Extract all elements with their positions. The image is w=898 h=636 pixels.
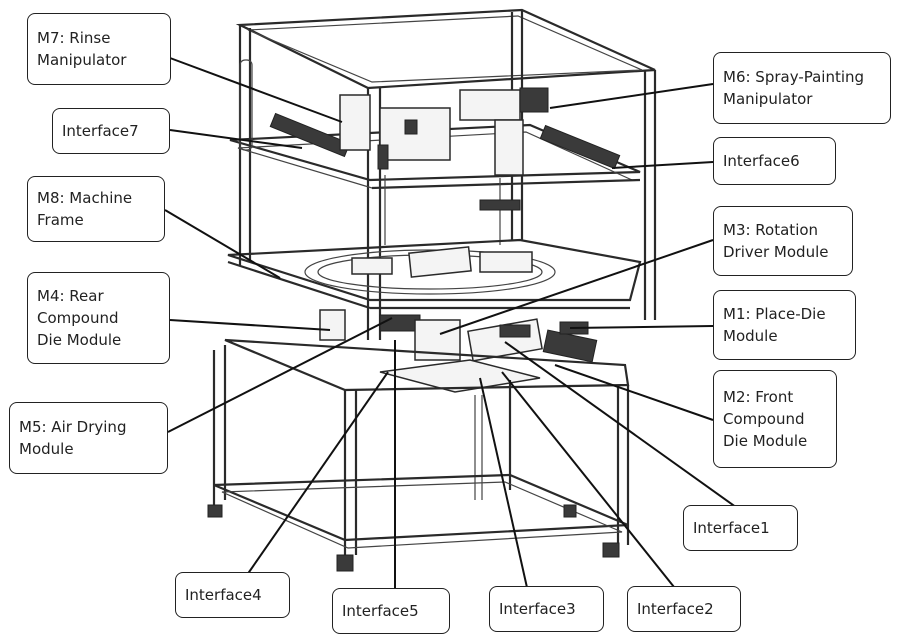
leader-interface7 — [169, 129, 303, 149]
leader-lines — [164, 57, 741, 593]
leader-interface2 — [501, 371, 679, 593]
manipulators — [339, 87, 549, 245]
label-interface6: Interface6 — [723, 152, 800, 170]
label-interface5: Interface5 — [342, 602, 419, 620]
callout-interface2: Interface2 — [627, 586, 741, 632]
callout-m2: M2: Front Compound Die Module — [713, 370, 837, 468]
callout-m7: M7: Rinse Manipulator — [27, 13, 171, 85]
callout-interface6: Interface6 — [713, 137, 836, 185]
label-m1: M1: Place-Die Module — [723, 305, 826, 345]
label-m7: M7: Rinse Manipulator — [37, 29, 127, 69]
callout-m8: M8: Machine Frame — [27, 176, 165, 242]
label-m8: M8: Machine Frame — [37, 189, 133, 229]
leader-m4 — [169, 319, 331, 331]
label-m5: M5: Air Drying Module — [19, 418, 127, 458]
leader-interface6 — [611, 161, 714, 169]
label-m4: M4: Rear Compound Die Module — [37, 287, 122, 349]
leader-m3 — [439, 239, 714, 335]
label-interface7: Interface7 — [62, 122, 139, 140]
lower-modules — [319, 309, 598, 500]
leader-interface4 — [246, 371, 389, 576]
callout-m6: M6: Spray-Painting Manipulator — [713, 52, 891, 124]
rotary-table — [227, 238, 642, 310]
callout-m3: M3: Rotation Driver Module — [713, 206, 853, 276]
callout-interface1: Interface1 — [683, 505, 798, 551]
leader-interface3 — [479, 377, 529, 593]
callout-interface3: Interface3 — [489, 586, 604, 632]
leader-m1 — [569, 325, 714, 329]
label-interface2: Interface2 — [637, 600, 714, 618]
callout-interface5: Interface5 — [332, 588, 450, 634]
leader-m8 — [164, 209, 281, 279]
leader-m6 — [549, 83, 714, 109]
callout-interface7: Interface7 — [52, 108, 170, 154]
label-interface3: Interface3 — [499, 600, 576, 618]
leader-m5 — [167, 317, 393, 433]
callout-m1: M1: Place-Die Module — [713, 290, 856, 360]
callout-m4: M4: Rear Compound Die Module — [27, 272, 170, 364]
callout-m5: M5: Air Drying Module — [9, 402, 168, 474]
top-frame — [235, 8, 657, 340]
label-m3: M3: Rotation Driver Module — [723, 221, 829, 261]
leader-m7 — [169, 57, 343, 123]
label-m6: M6: Spray-Painting Manipulator — [723, 68, 865, 108]
label-interface4: Interface4 — [185, 586, 262, 604]
leader-m2 — [554, 364, 714, 421]
label-interface1: Interface1 — [693, 519, 770, 537]
label-m2: M2: Front Compound Die Module — [723, 388, 808, 450]
callout-interface4: Interface4 — [175, 572, 290, 618]
mid-frame — [229, 112, 641, 190]
leader-interface1 — [504, 341, 741, 511]
